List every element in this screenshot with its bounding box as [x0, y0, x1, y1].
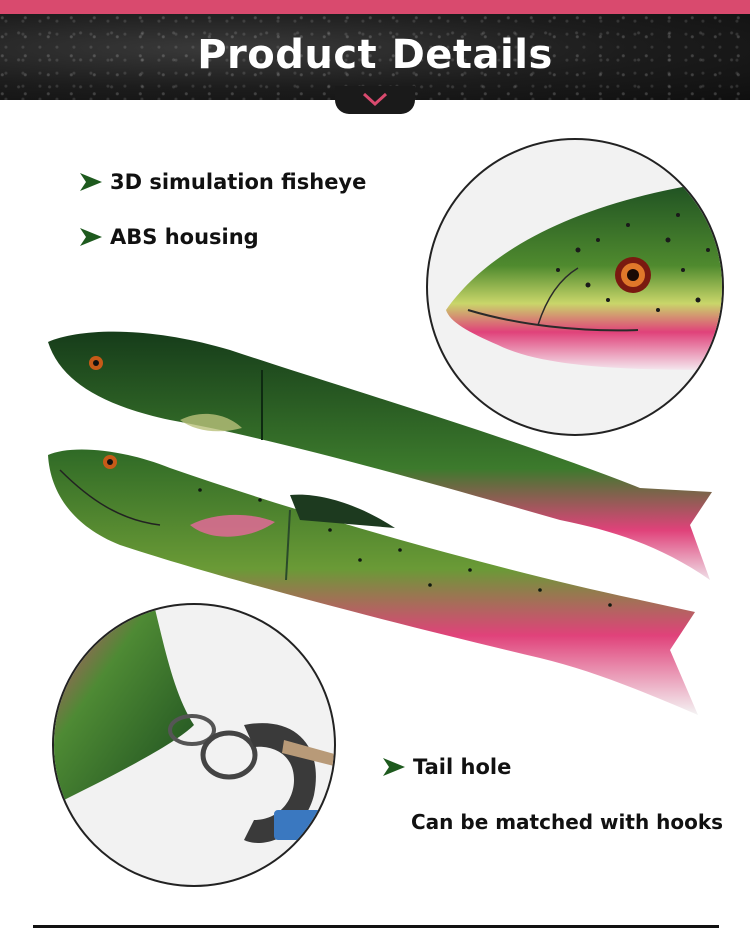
- lower-fish-pen: [48, 449, 698, 715]
- page-title: Product Details: [197, 32, 553, 78]
- top-accent-stripe: [0, 0, 750, 14]
- feature-fisheye: 3D simulation fisheye: [80, 170, 366, 194]
- tail-hook-illustration: [54, 605, 334, 843]
- arrow-right-icon: [383, 758, 405, 776]
- feature-label: Tail hole: [413, 755, 512, 779]
- feature-label: ABS housing: [110, 225, 259, 249]
- feature-label: 3D simulation fisheye: [110, 170, 367, 194]
- header-banner: Product Details: [0, 14, 750, 100]
- arrow-right-icon: [80, 173, 102, 191]
- upper-fish-pen: [48, 331, 712, 580]
- chevron-down-icon: [362, 92, 388, 107]
- header-tab: [335, 86, 415, 114]
- tail-hole-closeup-image: [52, 603, 336, 887]
- arrow-right-icon: [80, 228, 102, 246]
- feature-abs-housing: ABS housing: [80, 225, 259, 249]
- fish-head-illustration: [446, 180, 722, 370]
- bottom-divider: [33, 925, 719, 928]
- tail-note: Can be matched with hooks: [411, 810, 724, 834]
- fisheye-closeup-image: [426, 138, 724, 436]
- feature-tail-hole: Tail hole: [383, 755, 511, 779]
